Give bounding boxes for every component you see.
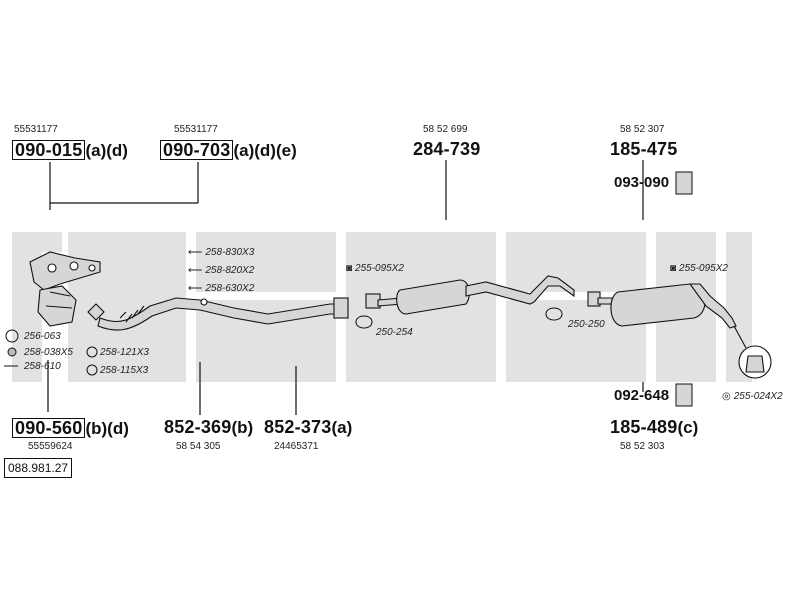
part-label: 852-373(a) — [264, 418, 352, 437]
bolt-icon: ⟵ — [188, 283, 203, 294]
part-suffix: (a)(d) — [85, 141, 128, 160]
part-label: 090-703(a)(d)(e) — [160, 140, 297, 160]
part-number: 090-015 — [12, 140, 86, 160]
oem-number: 58 52 699 — [423, 124, 468, 135]
accessory-label: 258-610 — [24, 361, 61, 372]
part-label: 090-015(a)(d) — [12, 140, 128, 160]
center-silencer-drawing — [365, 275, 575, 315]
part-label: 852-369(b) — [164, 418, 253, 437]
part-number: 284-739 — [413, 139, 481, 159]
accessory-label: 250-250 — [568, 319, 605, 330]
accessory-label: ◙255-095X2 — [670, 263, 728, 274]
oem-number: 58 52 307 — [620, 124, 665, 135]
accessory-label: 256-063 — [24, 331, 61, 342]
accessory-label: ◙255-095X2 — [346, 263, 404, 274]
part-suffix: (a)(d)(e) — [233, 141, 297, 160]
accessory-label: 258-038X5 — [24, 347, 73, 358]
accessory-label: ⟵258-820X2 — [188, 265, 255, 276]
bolt-icon: ⟵ — [188, 265, 203, 276]
rear-silencer-drawing — [587, 283, 772, 379]
part-label: 090-560(b)(d) — [12, 418, 129, 438]
part-number: 093-090 — [614, 174, 670, 191]
part-number: 185-489 — [610, 417, 678, 437]
part-number: 092-648 — [614, 387, 670, 404]
oem-number: 55531177 — [174, 124, 218, 135]
front-pipe-drawing — [87, 297, 349, 331]
part-number: 090-703 — [160, 140, 234, 160]
accessory-label: 250-254 — [376, 327, 413, 338]
oem-number: 58 54 305 — [176, 441, 221, 452]
accessory-label: 258-115X3 — [100, 365, 149, 376]
part-suffix: (b) — [231, 418, 254, 437]
diagram-reference: 088.981.27 — [4, 458, 73, 478]
accessory-label: ⟵258-630X2 — [188, 283, 255, 294]
oem-number: 58 52 303 — [620, 441, 665, 452]
ring-icon: ◎ — [722, 391, 731, 402]
oem-number: 55559624 — [28, 441, 73, 452]
part-number: 852-373 — [264, 417, 332, 437]
part-number: 852-369 — [164, 417, 232, 437]
accessory-label: ◎255-024X2 — [722, 391, 783, 402]
bolt-icon: ⟵ — [188, 247, 203, 258]
part-number: 090-560 — [12, 418, 86, 438]
rubber-mount-icon: ◙ — [346, 263, 353, 274]
accessory-label: 258-121X3 — [100, 347, 149, 358]
leader-lines — [47, 160, 644, 415]
manifold-drawing — [29, 251, 101, 327]
part-label: 185-489(c) — [610, 418, 698, 437]
hanger-drawing — [675, 171, 693, 407]
rubber-mount-icon: ◙ — [670, 263, 677, 274]
part-suffix: (b)(d) — [85, 419, 129, 438]
part-number: 185-475 — [610, 139, 678, 159]
part-suffix: (c) — [677, 418, 699, 437]
clamp-drawing — [355, 307, 563, 329]
oem-number: 55531177 — [14, 124, 58, 135]
part-suffix: (a) — [331, 418, 353, 437]
accessory-glyphs — [4, 329, 98, 376]
accessory-label: ⟵258-830X3 — [188, 247, 255, 258]
oem-number: 24465371 — [274, 441, 319, 452]
